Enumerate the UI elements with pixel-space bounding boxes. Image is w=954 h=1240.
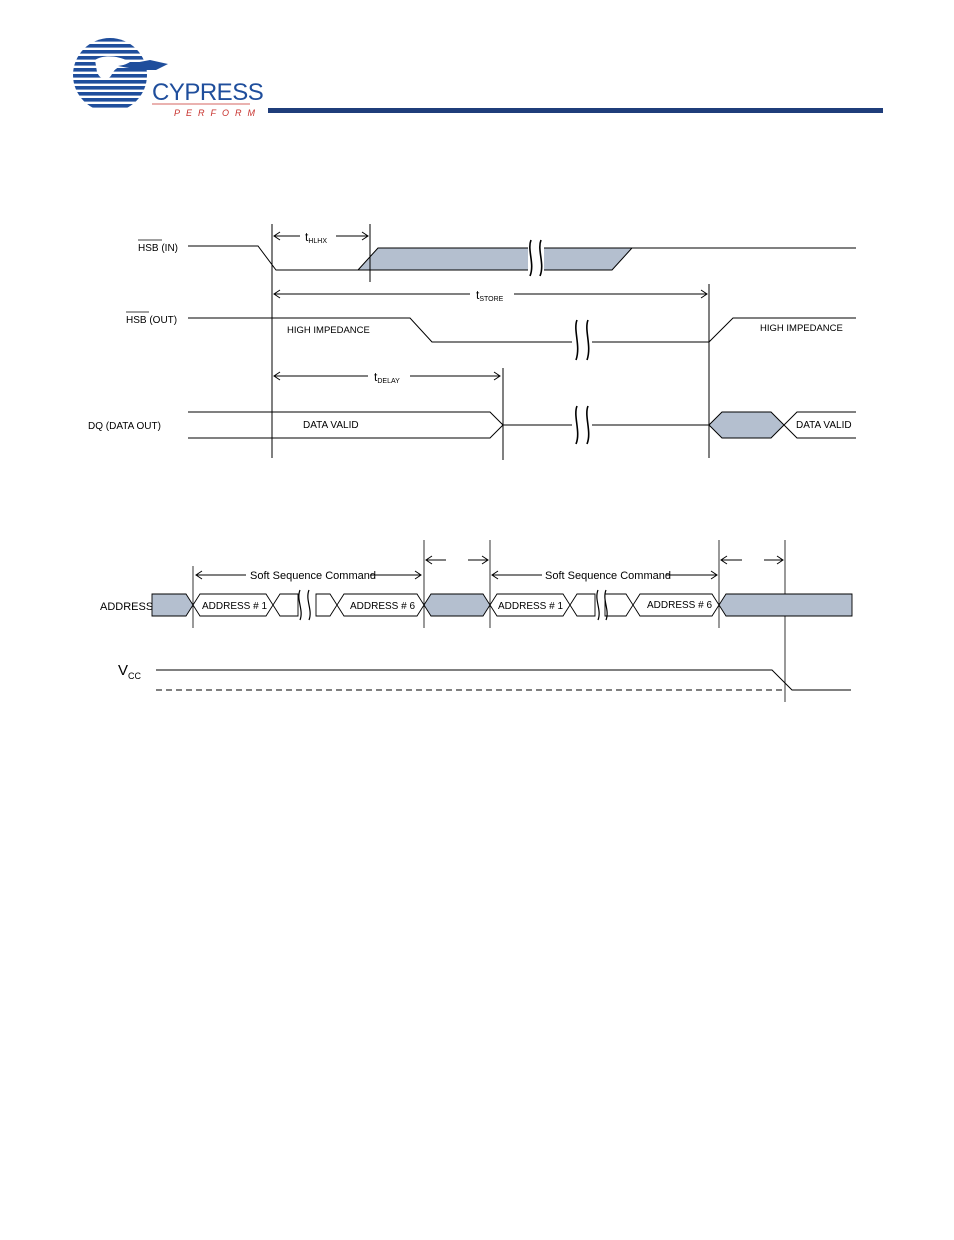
address-invalid-3: [719, 594, 852, 616]
cypress-logo: CYPRESS PERFORM: [72, 38, 263, 118]
address-1-label-a: ADDRESS # 1: [202, 601, 267, 612]
dq-label: DQ (DATA OUT): [88, 421, 161, 432]
hsb-in-label: HSB (IN): [138, 240, 178, 254]
globe-icon: [72, 38, 152, 108]
hsb-out-label: HSB (OUT): [126, 312, 177, 326]
tdelay-sub: DELAY: [377, 378, 400, 385]
header-rule: [268, 108, 883, 113]
break-mark-3a: [576, 406, 578, 444]
gap-arrow-1: [426, 556, 488, 564]
gap-arrow-2: [721, 556, 783, 564]
hsb-in-waveform: [188, 240, 856, 276]
hsb-in-suffix: (IN): [159, 243, 178, 254]
svg-text:HSB (IN): HSB (IN): [138, 243, 178, 254]
hsb-in-transition-fill-a: [358, 248, 528, 270]
soft-seq-label-1: Soft Sequence Command: [250, 570, 376, 582]
break-mark-2a: [576, 320, 578, 360]
vcc-v: V: [118, 662, 128, 679]
address-6-label-a: ADDRESS # 6: [350, 601, 415, 612]
dq-transition-region: [709, 412, 784, 438]
hsb-in-name: HSB: [138, 243, 159, 254]
address-invalid-2: [424, 594, 490, 616]
high-impedance-label-2: HIGH IMPEDANCE: [760, 323, 843, 334]
address-invalid-1: [152, 594, 193, 616]
hsb-timing-diagram: HSB (IN) tHLHX: [88, 224, 856, 460]
data-valid-label-2: DATA VALID: [796, 420, 852, 431]
logo-wordmark: CYPRESS: [152, 79, 263, 106]
vcc-label: VCC: [118, 662, 142, 681]
dq-waveform: [188, 406, 856, 444]
address-slot-partial-1: [273, 594, 298, 616]
hsb-out-suffix: (OUT): [147, 315, 178, 326]
break-mark-1b: [540, 240, 542, 276]
thlhx-sub: HLHX: [308, 238, 327, 245]
data-valid-label-1: DATA VALID: [303, 420, 359, 431]
address-1-label-b: ADDRESS # 1: [498, 601, 563, 612]
address-break-1a: [299, 590, 301, 620]
thlhx-label: tHLHX: [305, 230, 327, 245]
tstore-marker: [274, 284, 709, 458]
hsb-in-low-segment: [188, 246, 358, 270]
address-6-label-b: ADDRESS # 6: [647, 600, 712, 611]
boundary-lines: [193, 540, 785, 702]
hsb-out-high-to-low: [188, 318, 572, 342]
soft-seq-label-2: Soft Sequence Command: [545, 570, 671, 582]
vcc-level: [156, 670, 851, 690]
vcc-waveform: [156, 670, 851, 690]
address-slot-partial-4: [605, 594, 633, 616]
tstore-label: tSTORE: [476, 288, 504, 303]
high-impedance-label-1: HIGH IMPEDANCE: [287, 325, 370, 336]
tdelay-label: tDELAY: [374, 370, 400, 385]
address-break-1b: [308, 590, 310, 620]
address-break-2a: [597, 590, 599, 620]
hsb-in-transition-fill-b: [544, 248, 632, 270]
tstore-sub: STORE: [479, 296, 503, 303]
logo-tagline: PERFORM: [174, 108, 261, 118]
address-label: ADDRESS: [100, 601, 153, 613]
address-slot-partial-3: [570, 594, 595, 616]
break-mark-3b: [587, 406, 589, 444]
hsb-out-name: HSB: [126, 315, 147, 326]
soft-sequence-diagram: Soft Sequence Command Soft Sequence Comm…: [100, 540, 852, 702]
vcc-sub: CC: [128, 671, 141, 681]
break-mark-1a: [530, 240, 532, 276]
svg-text:HSB (OUT): HSB (OUT): [126, 315, 177, 326]
break-mark-2b: [587, 320, 589, 360]
address-slot-partial-2: [316, 594, 337, 616]
